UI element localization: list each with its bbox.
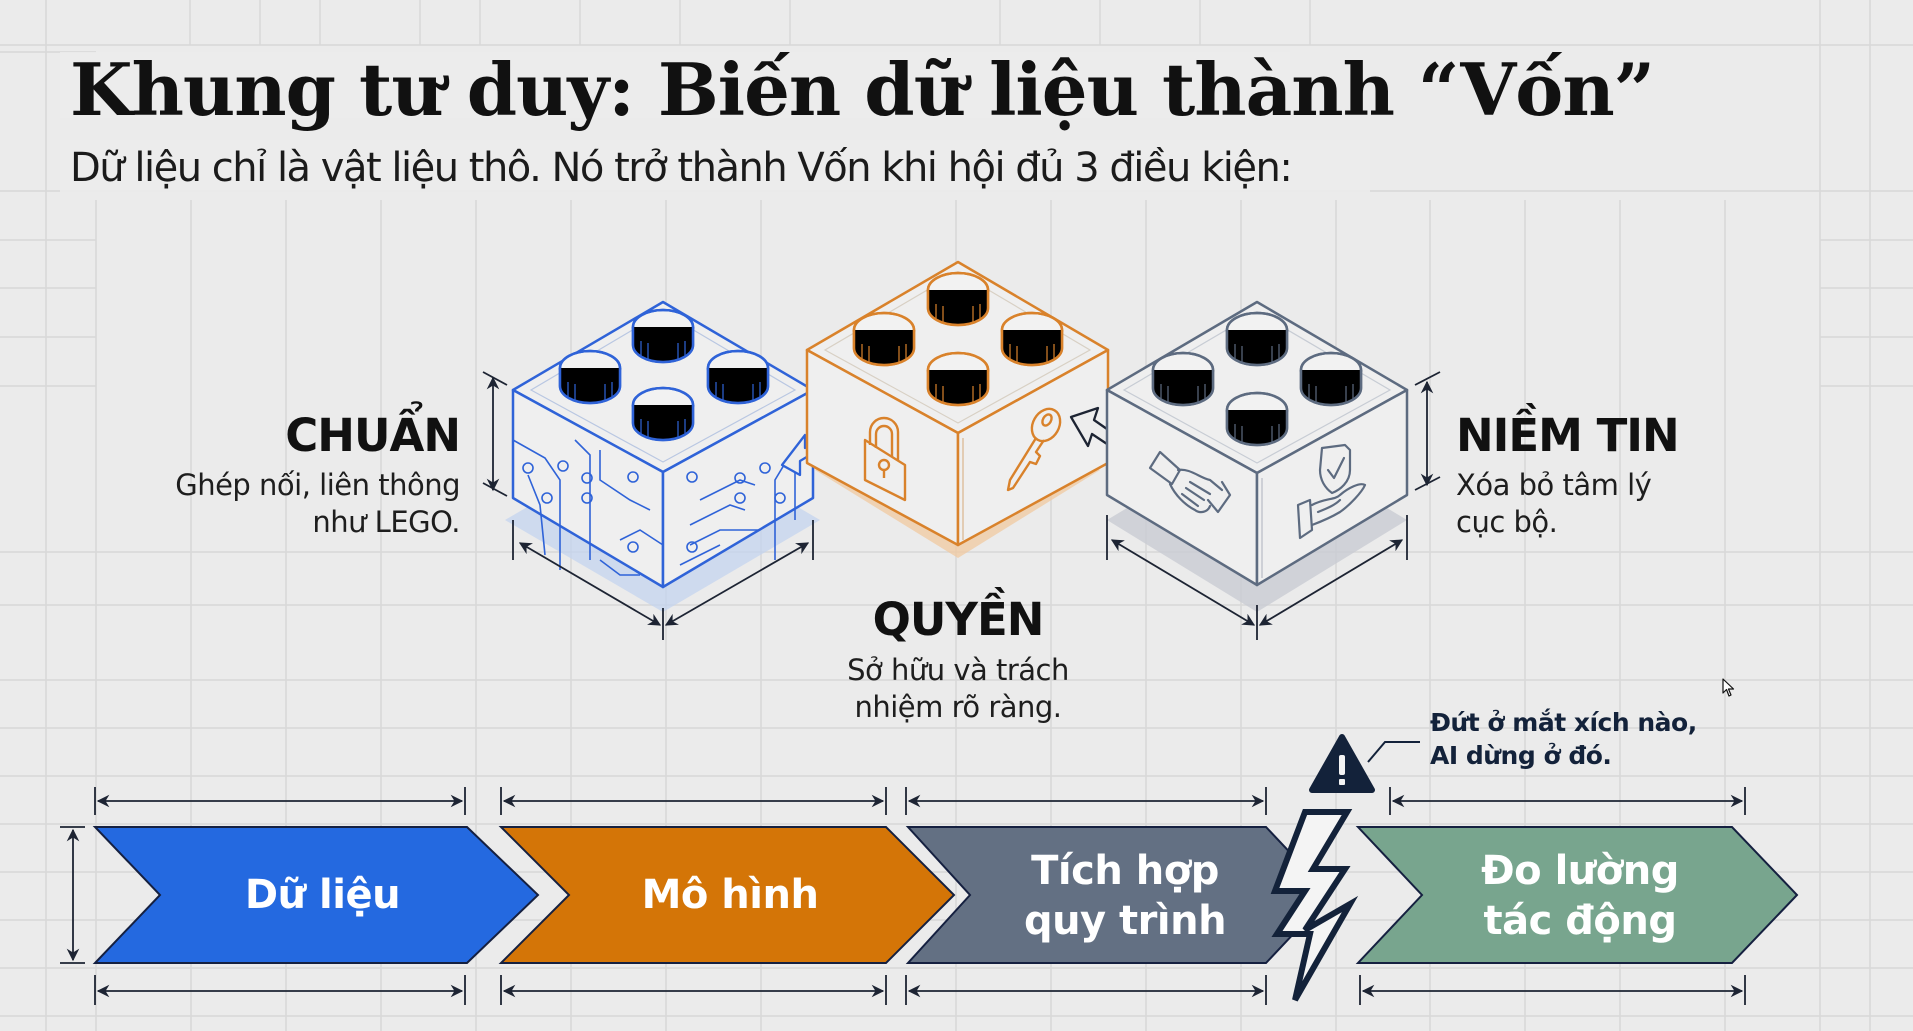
step-label-du-lieu: Dữ liệu bbox=[244, 872, 401, 918]
step-label-mo-hinh: Mô hình bbox=[641, 872, 819, 918]
pillar-label-niem-tin: NIỀM TIN bbox=[1456, 409, 1680, 462]
key-icon bbox=[1006, 407, 1062, 492]
blue-lego-block bbox=[482, 300, 820, 640]
step-chevron-du-lieu bbox=[92, 826, 540, 964]
step-chevron-mo-hinh bbox=[498, 826, 956, 964]
page-subtitle: Dữ liệu chỉ là vật liệu thô. Nó trở thàn… bbox=[70, 145, 1293, 191]
pillar-desc-niem-tin-line2: cục bộ. bbox=[1456, 505, 1558, 539]
handshake-icon bbox=[1148, 450, 1232, 514]
pillar-label-chuan: CHUẨN bbox=[285, 409, 461, 462]
step-label-do-luong-line2: tác động bbox=[1483, 898, 1677, 944]
step-label-tich-hop-line1: Tích hợp bbox=[1031, 848, 1219, 894]
pillar-desc-niem-tin-line1: Xóa bỏ tâm lý bbox=[1456, 468, 1652, 502]
pillar-label-quyen: QUYỀN bbox=[872, 593, 1045, 646]
step-label-tich-hop-line2: quy trình bbox=[1023, 898, 1227, 944]
step-chevron-tich-hop bbox=[905, 826, 1332, 964]
orange-lego-block bbox=[805, 260, 1110, 558]
pillar-desc-chuan-line2: như LEGO. bbox=[312, 505, 460, 539]
pillar-desc-quyen-line1: Sở hữu và trách bbox=[847, 653, 1069, 687]
warning-triangle-icon bbox=[1309, 734, 1420, 793]
lightning-bolt-icon bbox=[1270, 809, 1359, 1002]
break-callout-line1: Đứt ở mắt xích nào, bbox=[1430, 708, 1697, 737]
page-title: Khung tư duy: Biến dữ liệu thành “Vốn” bbox=[70, 47, 1655, 132]
pillar-desc-chuan-line1: Ghép nối, liên thông bbox=[175, 468, 460, 502]
grey-lego-block bbox=[1105, 300, 1441, 640]
step-label-do-luong-line1: Đo lường bbox=[1481, 848, 1679, 894]
mouse-cursor-icon bbox=[1722, 678, 1735, 697]
pipeline bbox=[60, 734, 1799, 1005]
break-callout: Đứt ở mắt xích nào, AI dừng ở đó. bbox=[1430, 706, 1697, 772]
pillar-desc-quyen-line2: nhiệm rõ ràng. bbox=[854, 690, 1062, 724]
shield-hand-icon bbox=[1296, 443, 1367, 540]
step-chevron-do-luong bbox=[1355, 826, 1799, 964]
padlock-icon bbox=[863, 416, 907, 502]
break-callout-line2: AI dừng ở đó. bbox=[1430, 741, 1612, 770]
